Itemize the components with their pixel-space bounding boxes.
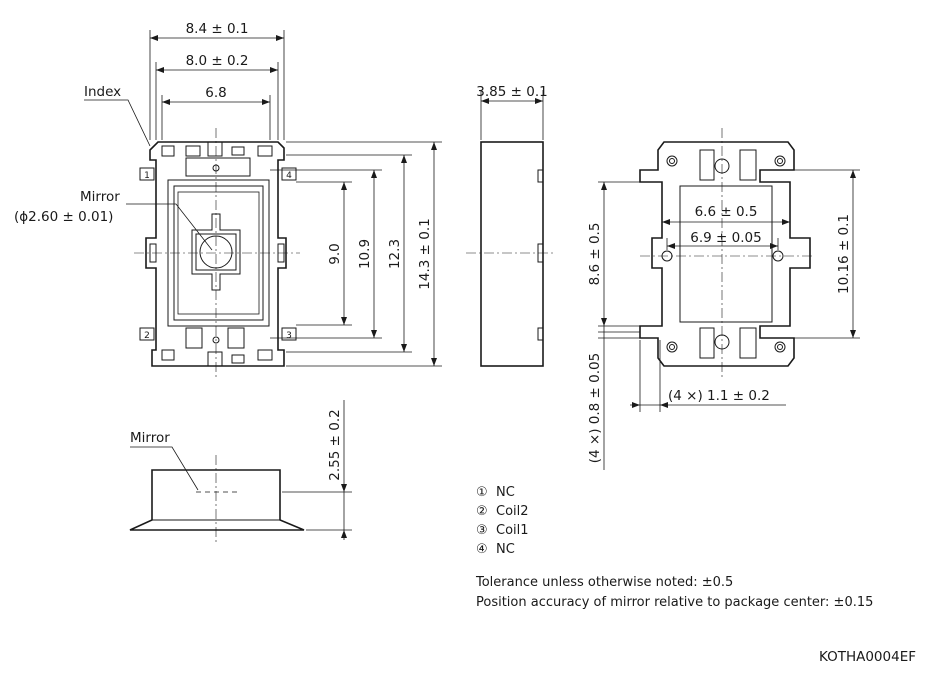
- bottom-view: 6.6 ± 0.5 6.9 ± 0.05 8.6 ± 0.5 10.16 ± 0…: [587, 128, 860, 470]
- legend-name: Coil2: [496, 504, 529, 519]
- side-view: 3.85 ± 0.1: [466, 84, 556, 367]
- dim-6-6: 6.6 ± 0.5: [695, 204, 758, 220]
- label-mirror-diameter: (ϕ2.60 ± 0.01): [14, 209, 113, 225]
- front-view: Mirror 2.55 ± 0.2: [129, 400, 352, 545]
- dim-width-outer: 8.4 ± 0.1: [186, 21, 249, 37]
- dim-8-6: 8.6 ± 0.5: [587, 223, 603, 286]
- legend-row-4: ④ NC: [476, 542, 515, 557]
- pin4-marker: 4: [286, 171, 292, 181]
- legend-row-1: ① NC: [476, 485, 515, 500]
- drawing-code: KOTHA0004EF: [819, 649, 916, 665]
- legend-num: ④: [476, 542, 488, 557]
- legend-row-3: ③ Coil1: [476, 523, 529, 538]
- dim-h-9: 9.0: [327, 243, 343, 264]
- legend-name: NC: [496, 485, 515, 500]
- bottom-view-outline: [639, 141, 811, 367]
- legend-name: NC: [496, 542, 515, 557]
- pin-legend: ① NC ② Coil2 ③ Coil1 ④ NC: [476, 485, 529, 557]
- label-mirror-front: Mirror: [130, 430, 170, 446]
- pin3-marker: 3: [286, 331, 292, 341]
- dim-width-body: 8.0 ± 0.2: [186, 53, 249, 69]
- front-view-outline: [129, 469, 305, 531]
- dim-front-height: 2.55 ± 0.2: [327, 409, 343, 480]
- note-accuracy: Position accuracy of mirror relative to …: [476, 595, 873, 610]
- legend-num: ②: [476, 504, 488, 519]
- pin1-marker: 1: [144, 171, 150, 181]
- dim-6-9: 6.9 ± 0.05: [690, 230, 761, 246]
- dim-10-16: 10.16 ± 0.1: [836, 214, 852, 294]
- dim-pad-width: (4 ×) 1.1 ± 0.2: [668, 388, 770, 404]
- dim-thickness: 3.85 ± 0.1: [476, 84, 547, 100]
- top-view: 1 4 2 3 8.4 ± 0.1 8.0 ± 0.2 6.8 9.0: [14, 21, 442, 380]
- side-view-outline: [480, 141, 544, 367]
- note-tolerance: Tolerance unless otherwise noted: ±0.5: [475, 575, 733, 590]
- dim-h-109: 10.9: [357, 239, 373, 269]
- legend-row-2: ② Coil2: [476, 504, 529, 519]
- legend-num: ①: [476, 485, 488, 500]
- label-mirror-top: Mirror: [80, 189, 120, 205]
- pin2-marker: 2: [144, 331, 150, 341]
- dim-pad-height: (4 ×) 0.8 ± 0.05: [587, 353, 603, 463]
- dim-h-143: 14.3 ± 0.1: [417, 218, 433, 289]
- label-index: Index: [84, 84, 121, 100]
- legend-num: ③: [476, 523, 488, 538]
- dim-h-123: 12.3: [387, 239, 403, 269]
- mirror-mount: [191, 213, 241, 291]
- legend-name: Coil1: [496, 523, 529, 538]
- dim-width-inner: 6.8: [205, 85, 226, 101]
- top-view-outline: [145, 141, 287, 367]
